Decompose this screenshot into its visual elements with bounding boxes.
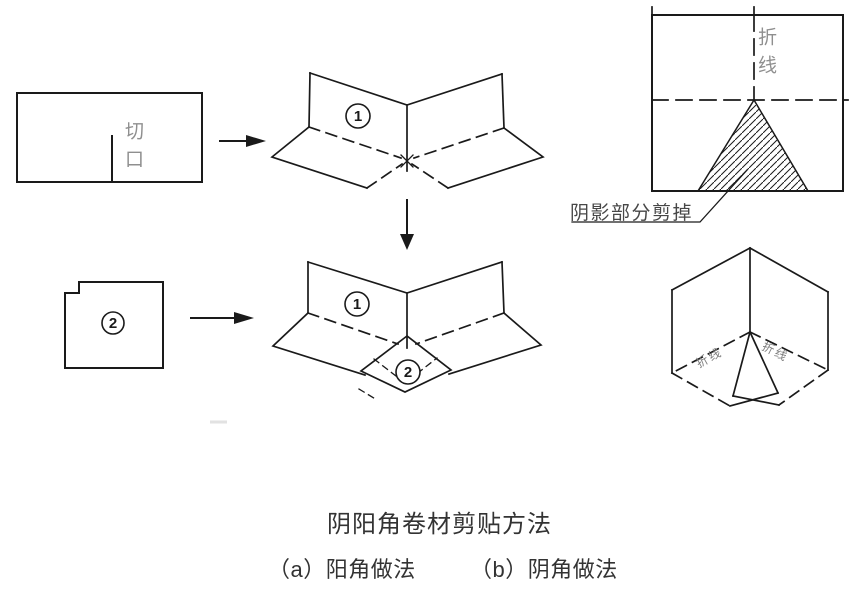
inner-corner-3d-diagram: 折线 折线 [670,246,830,408]
membrane-sheet1-diagram [16,92,203,183]
cut-notch-label: 切口 [122,121,143,177]
outer-corner-step2-diagram: 1 2 [271,260,543,401]
membrane-patch2-diagram: 2 [64,281,164,369]
piece-number-1b: 1 [353,296,361,313]
outer-corner-step1-diagram: 1 [270,71,545,190]
figure-title: 阴阳角卷材剪贴方法 [327,511,552,538]
piece-number-2b: 2 [404,364,412,381]
right-arrow-icon-2 [190,312,254,324]
piece-number-2: 2 [109,315,117,332]
flat-sheet-cut-diagram [571,6,849,223]
down-arrow-icon [400,199,414,250]
caption-a: （a）阳角做法 [268,557,416,582]
shaded-cut-note: 阴影部分剪掉 [570,203,694,224]
piece-number-1: 1 [354,108,362,125]
fold-line-label: 折线 [755,27,776,83]
right-arrow-icon-1 [219,135,266,147]
fold-line-label-left: 折线 [693,344,725,371]
caption-b: （b）阴角做法 [470,557,618,582]
fold-line-label-right: 折线 [760,338,792,364]
